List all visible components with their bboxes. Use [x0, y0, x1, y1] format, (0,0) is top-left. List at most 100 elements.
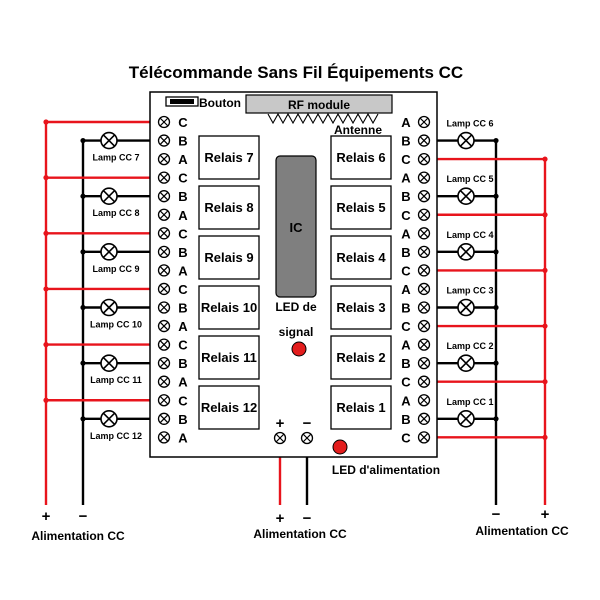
right-junction-dot: [542, 156, 548, 162]
lamp-cross: [459, 245, 473, 258]
center-plus-sign: +: [276, 510, 285, 527]
right-junction-dot: [493, 360, 499, 366]
relay-label-right: Relais 4: [336, 250, 386, 265]
screw-slot: [420, 173, 428, 182]
lamp-label-right: Lamp CC 3: [446, 286, 493, 296]
rf-module-label: RF module: [288, 98, 350, 112]
terminal-letter-right: C: [401, 430, 411, 445]
right-junction-dot: [542, 434, 548, 440]
left-junction-dot: [80, 416, 86, 422]
terminal-letter-right: B: [401, 134, 410, 149]
lamp-cross: [102, 190, 116, 203]
terminal-letter-right: B: [401, 356, 410, 371]
screw-slot: [160, 229, 168, 238]
signal-led: [291, 341, 307, 357]
left-plus-sign: +: [42, 508, 51, 525]
relay-label-right: Relais 2: [336, 350, 385, 365]
terminal-letter-right: C: [401, 208, 411, 223]
left-junction-dot: [43, 230, 49, 236]
screw-slot: [420, 285, 428, 293]
screw-slot: [420, 247, 428, 256]
lamp-label-left: Lamp CC 8: [92, 208, 139, 218]
lamp-label-right: Lamp CC 2: [446, 341, 493, 351]
terminal-letter-right: B: [401, 189, 410, 204]
screw-slot: [420, 377, 428, 386]
screw-slot: [160, 192, 168, 201]
center-power-label: Alimentation CC: [253, 527, 347, 541]
left-junction-dot: [80, 304, 86, 311]
right-junction-dot: [542, 323, 548, 329]
relay-box-right: [330, 285, 392, 330]
right-minus-sign: −: [492, 506, 501, 523]
screw-slot: [160, 247, 168, 256]
lamp-cross: [102, 245, 116, 258]
lamp-cross: [459, 357, 473, 370]
right-junction-dot: [542, 379, 548, 385]
antenna-label: Antenne: [334, 123, 382, 137]
screw-slot: [160, 155, 168, 164]
screw-slot: [420, 414, 428, 423]
screw-slot: [420, 118, 428, 126]
power-labels: +−+−Alimentation CC+−Alimentation CC−+Al…: [31, 415, 569, 543]
screw-slot: [420, 155, 428, 164]
lamp-label-right: Lamp CC 6: [446, 119, 493, 129]
terminal-letter-right: B: [401, 301, 410, 316]
relay-box-left: [198, 285, 260, 330]
screw-slot: [276, 434, 284, 442]
screw-slot: [160, 433, 168, 442]
terminal-letter-right: A: [401, 393, 411, 408]
terminal-letter-left: B: [178, 356, 187, 371]
right-power-label: Alimentation CC: [475, 524, 569, 538]
screw-slot: [160, 118, 168, 126]
relay-label-right: Relais 5: [336, 200, 385, 215]
screw-slot: [420, 303, 428, 312]
terminal-letter-left: C: [178, 393, 188, 408]
screw-slot: [160, 173, 168, 182]
relay-label-right: Relais 6: [336, 150, 385, 165]
ic-label: IC: [290, 220, 304, 235]
left-junction-dot: [80, 193, 86, 199]
left-junction-dot: [43, 286, 49, 292]
terminal-letter-left: B: [178, 189, 187, 204]
terminal-letter-right: B: [401, 245, 410, 260]
diagram-title: Télécommande Sans Fil Équipements CC: [129, 63, 463, 82]
terminal-letter-right: B: [401, 412, 410, 427]
lamp-cross: [102, 412, 116, 425]
screw-slot: [420, 210, 428, 219]
relay-label-right: Relais 1: [336, 400, 385, 415]
terminal-letter-right: A: [401, 226, 411, 241]
lamp-cross: [102, 301, 116, 314]
terminal-letter-left: A: [178, 375, 188, 390]
lamp-cross: [459, 134, 473, 147]
screw-slot: [160, 322, 168, 330]
terminal-letter-right: A: [401, 338, 411, 353]
screw-slot: [420, 322, 428, 330]
screw-slot: [420, 340, 428, 349]
right-plus-sign: +: [541, 506, 550, 523]
relay-box-right: [330, 185, 392, 230]
relay-label-left: Relais 10: [201, 300, 257, 315]
terminal-letter-left: C: [178, 171, 188, 186]
relay-box-left: [198, 335, 260, 380]
lamp-label-left: Lamp CC 9: [92, 264, 139, 274]
relay-label-left: Relais 12: [201, 400, 257, 415]
terminal-letter-left: A: [178, 263, 188, 278]
terminal-letter-left: B: [178, 134, 187, 149]
left-junction-dot: [43, 342, 49, 348]
lamp-label-left: Lamp CC 11: [90, 375, 142, 385]
terminal-letter-left: C: [178, 226, 188, 241]
relay-box-left: [198, 235, 260, 280]
left-junction-dot: [80, 249, 86, 255]
power-led-label: LED d'alimentation: [332, 463, 440, 477]
relay-box-right: [330, 135, 392, 180]
screw-slot: [160, 396, 168, 405]
center-minus-sign-top: −: [303, 415, 312, 432]
relay-label-left: Relais 8: [204, 200, 253, 215]
relay-label-left: Relais 7: [204, 150, 253, 165]
screw-slot: [420, 433, 428, 442]
terminal-letter-right: A: [401, 115, 411, 130]
terminal-letter-left: A: [178, 208, 188, 223]
terminal-letter-right: C: [401, 152, 411, 167]
terminal-letter-left: A: [178, 430, 188, 445]
